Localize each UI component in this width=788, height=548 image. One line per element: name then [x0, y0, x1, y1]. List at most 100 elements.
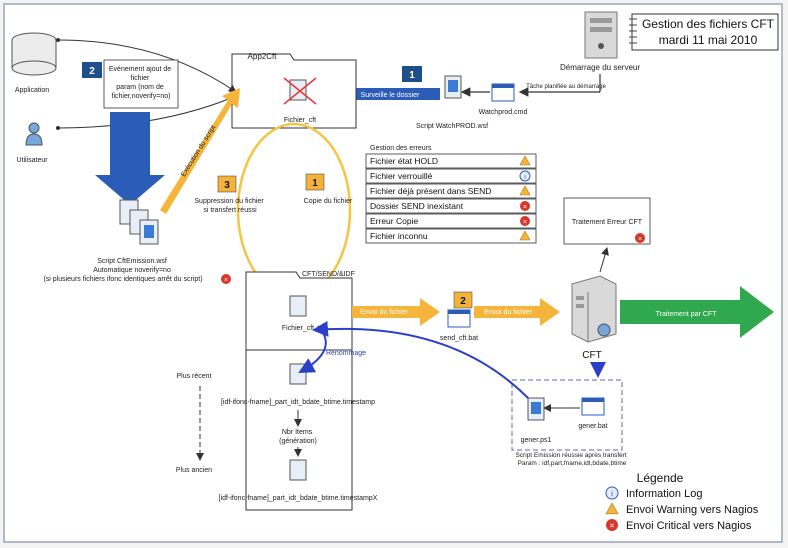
- critical-icon: ×: [520, 216, 530, 226]
- step1-top-number: 1: [409, 70, 415, 81]
- rename-curve: [312, 320, 529, 399]
- rename-label: Renommage: [326, 350, 366, 357]
- cft-label: CFT: [582, 350, 601, 361]
- step3-text: Suppression du fichier si transfert réus…: [194, 198, 265, 214]
- step3-badge: [217, 175, 237, 193]
- send-file: Fichier_cft: [282, 325, 314, 332]
- error-row: Fichier inconnu: [365, 228, 537, 244]
- error-label: Fichier déjà présent dans SEND: [370, 186, 491, 196]
- critical-icon: ×: [520, 201, 530, 211]
- send-bat-icon: [447, 309, 471, 328]
- step2-event-number: 2: [89, 66, 95, 77]
- app2cft-file: Fichier_cft: [284, 117, 316, 124]
- gener-ps1-label: gener.ps1: [521, 437, 552, 444]
- error-row: Fichier état HOLD: [365, 153, 537, 169]
- error-row: Erreur Copie ×: [365, 213, 537, 229]
- watchprod-cmd-label: Watchprod.cmd: [479, 109, 528, 116]
- application-label: Application: [15, 87, 49, 94]
- cftemission-critical-icon: ×: [221, 274, 231, 284]
- app2cft-box: App2Cft Fichier_cft: [231, 52, 357, 129]
- legend-row: Envoi Warning vers Nagios: [605, 502, 759, 516]
- step1-mid-badge: [305, 173, 325, 191]
- send-file2: [idf-ifonc-fname]_part_idt_bdate_btime.t…: [221, 399, 375, 406]
- send-folder-title: CFT/SEND/&IDF: [302, 271, 355, 278]
- step3-number: 3: [224, 180, 230, 191]
- info-icon: i: [605, 486, 619, 500]
- gener-bat-icon: [581, 397, 605, 416]
- warning-icon: [519, 230, 531, 241]
- server-start-label: Démarrage du serveur: [560, 63, 640, 72]
- watchprod-script-label: Script WatchPROD.wsf: [416, 123, 488, 130]
- svg-text:×: ×: [523, 217, 527, 226]
- cft-error-critical-icon: ×: [635, 233, 645, 243]
- cft-error-label: Traitement Erreur CFT: [572, 219, 643, 226]
- error-label: Erreur Copie: [370, 216, 418, 226]
- svg-text:×: ×: [638, 236, 642, 243]
- svg-text:×: ×: [609, 520, 614, 530]
- svg-text:i: i: [524, 174, 526, 181]
- error-label: Dossier SEND inexistant: [370, 201, 464, 211]
- cftemission-script-icon: [119, 199, 159, 245]
- step2-event-text: Evénement ajout de fichier param (nom de…: [109, 66, 173, 100]
- step2-event-box: [103, 59, 179, 109]
- header-date: mardi 11 mai 2010: [659, 33, 758, 47]
- cft-treatment-label: Traitement par CFT: [656, 311, 718, 318]
- error-label: Fichier état HOLD: [370, 156, 438, 166]
- warning-icon: [605, 502, 619, 515]
- gener-box: [511, 379, 623, 451]
- send-count: Nbr Items (génération): [279, 429, 317, 445]
- legend-label: Information Log: [626, 488, 702, 500]
- step2-event-badge: [82, 62, 102, 78]
- cft-treatment-arrow: [620, 286, 774, 338]
- exec-script-arrow: [160, 88, 240, 214]
- envoi1-label: Envoi du fichier: [360, 309, 409, 316]
- user-icon: [25, 122, 43, 146]
- recency-old: Plus ancien: [176, 467, 212, 474]
- watchprod-script-icon: [444, 75, 462, 99]
- error-row: Fichier déjà présent dans SEND: [365, 183, 537, 199]
- svg-text:×: ×: [224, 277, 228, 284]
- legend-label: Envoi Critical vers Nagios: [626, 520, 752, 532]
- error-title: Gestion des erreurs: [370, 145, 432, 152]
- critical-icon: ×: [606, 519, 618, 531]
- warning-icon: [519, 155, 531, 166]
- error-label: Fichier inconnu: [370, 231, 428, 241]
- gener-bat-label: gener.bat: [578, 423, 607, 430]
- send-file3: [idf-ifonc-fname]_part_idt_bdate_btime.t…: [219, 495, 378, 502]
- legend-row: i Information Log: [605, 486, 702, 500]
- task-label: Tâche planifiée au démarrage: [526, 84, 606, 90]
- watchprod-cmd-icon: [491, 83, 515, 102]
- header-note: Gestion des fichiers CFT mardi 11 mai 20…: [629, 13, 779, 51]
- send-bat-label: send_cft.bat: [440, 335, 478, 342]
- cft-server-icon: [571, 275, 617, 343]
- info-icon: i: [519, 170, 531, 182]
- step1-mid-label: Copie du fichier: [304, 198, 353, 205]
- envoi-arrow-1: [352, 298, 440, 326]
- step2-send-number: 2: [460, 296, 466, 307]
- error-panel: Gestion des erreurs Fichier état HOLDFic…: [365, 145, 537, 244]
- legend-row: × Envoi Critical vers Nagios: [606, 519, 752, 532]
- step1-top-label: Surveille le dossier: [361, 92, 420, 99]
- server-icon: [584, 11, 618, 59]
- surveille-arrow: [320, 80, 440, 108]
- error-label: Fichier verrouillé: [370, 171, 433, 181]
- gener-ps1-icon: [527, 397, 545, 421]
- recency-recent: Plus récent: [176, 373, 211, 380]
- svg-text:×: ×: [523, 202, 527, 211]
- app2cft-title: App2Cft: [248, 52, 278, 61]
- cftemission-text: Script CftEmission.wsf Automatique nover…: [43, 258, 202, 283]
- event-blue-arrow: [95, 112, 165, 205]
- svg-text:i: i: [611, 488, 613, 498]
- warning-icon: [519, 185, 531, 196]
- envoi2-label: Envoi du fichier: [484, 309, 533, 316]
- legend-title: Légende: [637, 471, 684, 485]
- step2-send-badge: [453, 291, 473, 309]
- application-icon: [11, 32, 57, 76]
- error-row: Fichier verrouillé i: [365, 168, 537, 184]
- step1-mid-number: 1: [312, 178, 318, 189]
- step1-top-badge: [402, 66, 422, 82]
- legend-label: Envoi Warning vers Nagios: [626, 504, 759, 516]
